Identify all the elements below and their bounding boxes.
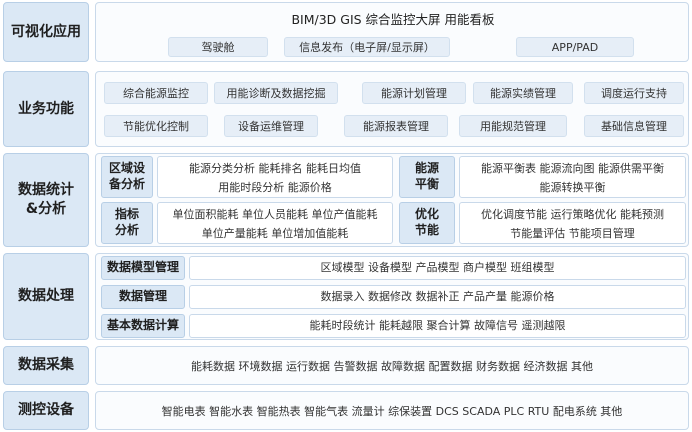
layer-label-stats: 数据统计 &分析: [3, 153, 89, 247]
visual-title: BIM/3D GIS 综合监控大屏 用能看板: [291, 11, 495, 27]
index-line-1: 单位面积能耗 单位人员能耗 单位产值能耗: [172, 208, 378, 221]
sub-label-balance: 能源 平衡: [399, 156, 455, 198]
pill-info-publish: 信息发布（电子屏/显示屏）: [284, 37, 450, 57]
pill-energy-plan: 能源计划管理: [362, 82, 466, 104]
balance-line-2: 能源转换平衡: [539, 180, 606, 194]
pill-energy-monitoring: 综合能源监控: [104, 82, 208, 104]
regional-box: 能源分类分析 能耗排名 能耗日均值 用能时段分析 能源价格: [157, 156, 393, 198]
basic-calc-text: 能耗时段统计 能耗越限 聚合计算 故障信号 遥测越限: [309, 318, 566, 332]
balance-box: 能源平衡表 能源流向图 能源供需平衡 能源转换平衡: [459, 156, 686, 198]
devices-text: 智能电表 智能水表 智能热表 智能气表 流量计 综保装置 DCS SCADA P…: [161, 404, 623, 418]
visual-panel: BIM/3D GIS 综合监控大屏 用能看板 驾驶舱 信息发布（电子屏/显示屏）…: [95, 2, 689, 62]
pill-basic-info: 基础信息管理: [584, 115, 684, 137]
layer-label-business: 业务功能: [3, 71, 89, 147]
data-model-text: 区域模型 设备模型 产品模型 商户模型 班组模型: [320, 260, 555, 274]
data-management-text: 数据录入 数据修改 数据补正 产品产量 能源价格: [320, 289, 555, 303]
sub-label-data-model: 数据模型管理: [101, 256, 185, 280]
sub-label-index: 指标 分析: [101, 202, 153, 244]
optimize-line-2: 节能量评估 节能项目管理: [510, 226, 635, 240]
optimize-box: 优化调度节能 运行策略优化 能耗预测 节能量评估 节能项目管理: [459, 202, 686, 244]
sub-label-data-management: 数据管理: [101, 285, 185, 309]
processing-panel: 数据模型管理 区域模型 设备模型 产品模型 商户模型 班组模型 数据管理 数据录…: [95, 253, 689, 340]
layer-label-visual: 可视化应用: [3, 2, 89, 62]
layer-label-collection: 数据采集: [3, 346, 89, 385]
regional-line-2: 用能时段分析 能源价格: [218, 180, 332, 194]
collection-panel: 能耗数据 环境数据 运行数据 告警数据 故障数据 配置数据 财务数据 经济数据 …: [95, 346, 689, 385]
pill-energy-report: 能源报表管理: [344, 115, 448, 137]
pill-energy-norms: 用能规范管理: [459, 115, 567, 137]
basic-calc-box: 能耗时段统计 能耗越限 聚合计算 故障信号 遥测越限: [189, 314, 686, 338]
regional-line-1: 能源分类分析 能耗排名 能耗日均值: [189, 162, 361, 175]
devices-panel: 智能电表 智能水表 智能热表 智能气表 流量计 综保装置 DCS SCADA P…: [95, 391, 689, 430]
pill-energy-diagnosis: 用能诊断及数据挖掘: [214, 82, 338, 104]
data-model-box: 区域模型 设备模型 产品模型 商户模型 班组模型: [189, 256, 686, 280]
index-box: 单位面积能耗 单位人员能耗 单位产值能耗 单位产量能耗 单位增加值能耗: [157, 202, 393, 244]
stats-panel: 区域设 备分析 能源分类分析 能耗排名 能耗日均值 用能时段分析 能源价格 能源…: [95, 153, 689, 247]
sub-label-optimize: 优化 节能: [399, 202, 455, 244]
pill-dispatch-support: 调度运行支持: [584, 82, 684, 104]
data-management-box: 数据录入 数据修改 数据补正 产品产量 能源价格: [189, 285, 686, 309]
pill-cockpit: 驾驶舱: [168, 37, 268, 57]
collection-text: 能耗数据 环境数据 运行数据 告警数据 故障数据 配置数据 财务数据 经济数据 …: [191, 359, 593, 373]
pill-energy-actual: 能源实绩管理: [473, 82, 573, 104]
business-panel: 综合能源监控 用能诊断及数据挖掘 能源计划管理 能源实绩管理 调度运行支持 节能…: [95, 71, 689, 147]
layer-label-devices: 测控设备: [3, 391, 89, 430]
layer-label-processing: 数据处理: [3, 253, 89, 340]
index-line-2: 单位产量能耗 单位增加值能耗: [201, 226, 349, 240]
pill-app-pad: APP/PAD: [516, 37, 634, 57]
pill-energy-saving-control: 节能优化控制: [104, 115, 208, 137]
pill-equipment-maintenance: 设备运维管理: [224, 115, 318, 137]
balance-line-1: 能源平衡表 能源流向图 能源供需平衡: [481, 162, 664, 175]
sub-label-regional: 区域设 备分析: [101, 156, 153, 198]
optimize-line-1: 优化调度节能 运行策略优化 能耗预测: [481, 208, 664, 221]
sub-label-basic-calc: 基本数据计算: [101, 314, 185, 338]
